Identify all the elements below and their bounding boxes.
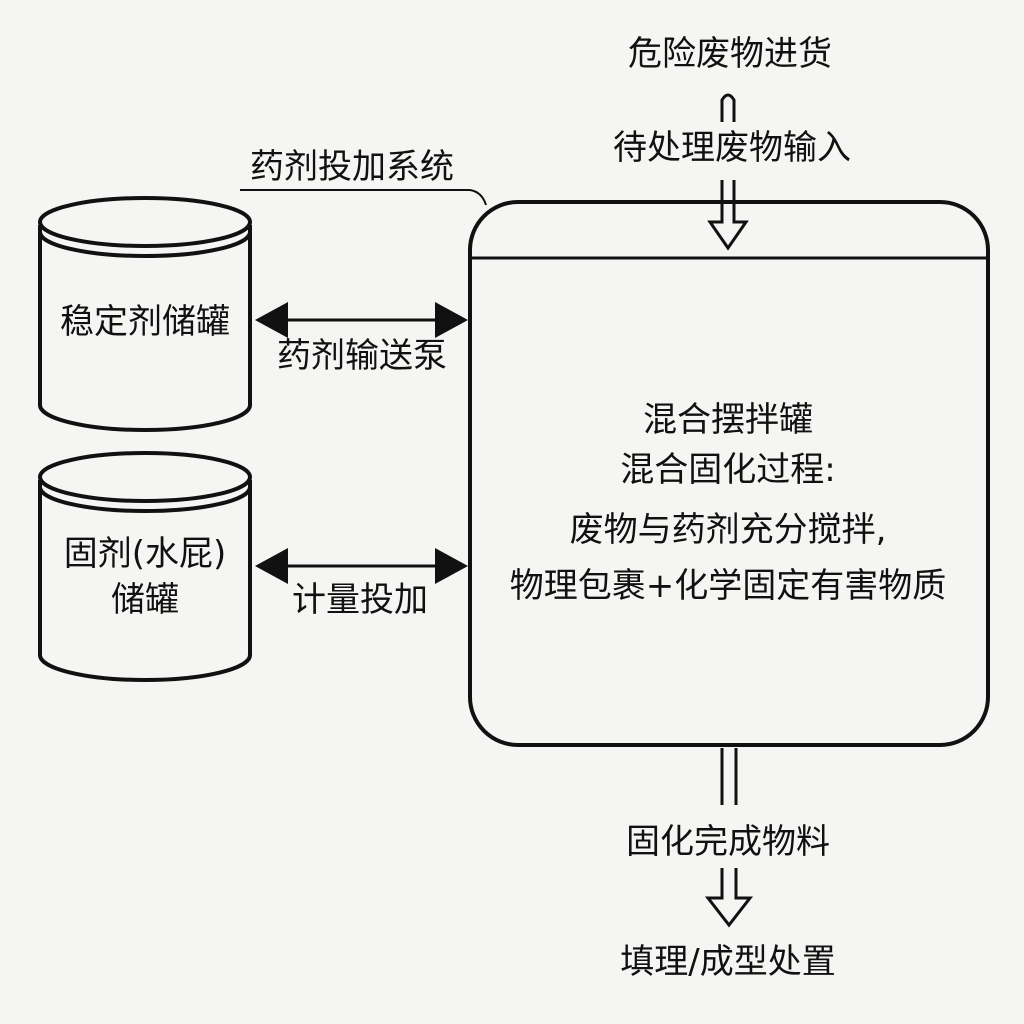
mixer-title: 混合摆拌罐 (643, 400, 813, 440)
output-arrow (704, 868, 754, 928)
mixer-line-3: 物理包裹+化学固定有害物质 (509, 566, 947, 606)
dosing-system-label: 药剂投加系统 (250, 147, 454, 187)
stabilizer-tank-label: 稳定剂储罐 (60, 302, 230, 342)
cement-tank-label-line1: 固剂(水屁) (63, 534, 227, 574)
cement-tank (38, 451, 252, 682)
solidified-material-label: 固化完成物料 (626, 822, 830, 862)
mixer-line-2: 废物与药剂充分搅拌, (569, 510, 887, 550)
input-arrow (707, 180, 749, 251)
stabilizer-tank (38, 196, 252, 432)
mixer-tank (468, 200, 990, 747)
mixer-line-1: 混合固化过程: (620, 450, 836, 490)
hazardous-waste-intake-label: 危险废物进货 (628, 34, 832, 74)
disposal-label: 填理/成型处置 (620, 942, 836, 982)
cement-tank-label-line2: 储罐 (111, 580, 179, 620)
waste-input-label: 待处理废物输入 (613, 128, 851, 168)
metering-label: 计量投加 (292, 580, 428, 620)
pump-label: 药剂输送泵 (277, 336, 447, 376)
